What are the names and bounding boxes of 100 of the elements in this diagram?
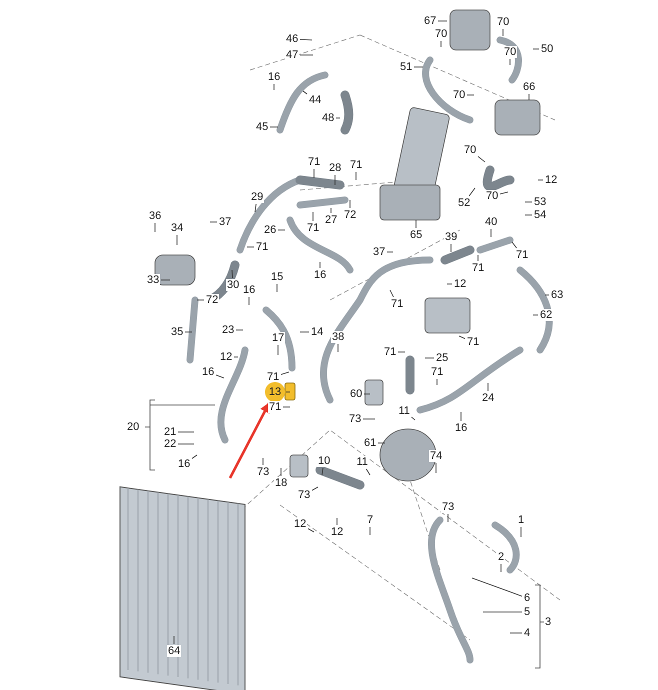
callout-number: 22 <box>163 438 178 450</box>
leader-line <box>362 418 376 420</box>
leader-line <box>411 416 416 420</box>
callout-number: 63 <box>550 289 564 301</box>
callout-number: 70 <box>485 190 500 202</box>
callout-number: 48 <box>321 112 336 124</box>
leader-line <box>276 284 278 292</box>
callout-number: 72 <box>205 294 220 306</box>
callout-number: 71 <box>430 366 444 378</box>
leader-line <box>438 20 448 22</box>
callout-number: 71 <box>349 159 364 171</box>
callout-number: 71 <box>466 336 480 348</box>
callout-number: 5 <box>523 606 532 618</box>
callout-number: 74 <box>429 450 444 462</box>
leader-line <box>450 244 452 252</box>
callout-number: 71 <box>306 222 320 234</box>
callout-number: 73 <box>256 466 270 478</box>
leader-line <box>280 372 290 375</box>
leader-line <box>330 208 332 214</box>
leader-line <box>500 564 502 572</box>
callout-number: 11 <box>356 456 369 468</box>
callout-number: 50 <box>540 43 554 55</box>
leader-line <box>436 378 438 386</box>
callout-number: 54 <box>533 209 548 221</box>
callout-number: 16 <box>177 458 192 470</box>
callout-number: 11 <box>398 405 411 417</box>
callout-number: 21 <box>163 426 178 438</box>
callout-number: 45 <box>255 121 270 133</box>
callout-number: 18 <box>274 477 288 489</box>
callout-number: 7 <box>366 514 374 526</box>
leader-line <box>312 212 314 222</box>
callout-number: 12 <box>544 174 558 186</box>
callout-number: 52 <box>457 197 472 209</box>
callout-number: 12 <box>330 526 344 538</box>
callout-number: 47 <box>285 49 300 61</box>
callout-number: 70 <box>496 16 510 28</box>
callout-number: 71 <box>268 401 282 413</box>
callout-number: 67 <box>423 15 438 27</box>
callout-number: 1 <box>517 514 526 526</box>
callout-number: 71 <box>266 371 280 383</box>
leader-line <box>280 468 282 476</box>
leader-line <box>524 214 532 216</box>
callout-number: 25 <box>435 352 450 364</box>
leader-line <box>520 526 522 538</box>
callout-number: 51 <box>399 61 414 73</box>
leader-line <box>334 174 336 186</box>
callout-number: 71 <box>515 249 530 261</box>
leader-line <box>390 290 394 298</box>
callout-number: 23 <box>221 324 236 336</box>
callout-number: 53 <box>533 196 548 208</box>
callout-number: 37 <box>372 246 386 258</box>
leader-line <box>154 222 156 232</box>
callout-number: 16 <box>454 422 468 434</box>
callout-number: 72 <box>343 209 358 221</box>
callout-number: 16 <box>313 269 328 281</box>
leader-line <box>282 406 290 408</box>
leader-line <box>458 336 466 339</box>
leader-line <box>248 296 250 306</box>
leader-line <box>528 94 530 100</box>
callout-number: 15 <box>270 271 284 283</box>
callout-number: 16 <box>201 366 216 378</box>
leader-line <box>254 204 256 212</box>
callout-number: 2 <box>497 551 506 563</box>
leader-line <box>466 94 474 96</box>
highlighted-callout-number: 13 <box>265 382 285 402</box>
leader-line <box>308 528 314 532</box>
callout-number: 60 <box>349 388 364 400</box>
leader-line <box>532 314 538 316</box>
leader-line <box>502 28 504 36</box>
callout-number: 16 <box>267 71 282 83</box>
callout-number: 29 <box>250 191 264 203</box>
callout-number: 33 <box>146 274 160 286</box>
leader-line <box>300 54 314 56</box>
callout-number: 28 <box>328 162 342 174</box>
callout-number: 73 <box>348 413 362 425</box>
callout-number: 70 <box>452 89 466 101</box>
callout-number: 71 <box>255 241 270 253</box>
leader-line <box>302 90 308 94</box>
callout-number: 20 <box>126 421 140 433</box>
callout-number: 3 <box>544 616 552 628</box>
callout-number: 40 <box>484 216 498 228</box>
leader-line <box>478 156 486 162</box>
leader-line <box>366 468 370 476</box>
callout-number: 71 <box>390 298 404 310</box>
leader-line <box>472 578 522 597</box>
callout-number: 24 <box>481 392 496 404</box>
callout-number: 70 <box>463 144 478 156</box>
callout-number: 16 <box>242 284 256 296</box>
callout-number: 61 <box>363 437 378 449</box>
callout-number: 27 <box>324 214 338 226</box>
leader-line <box>532 48 540 50</box>
leader-line <box>270 126 278 128</box>
callout-number: 71 <box>383 346 398 358</box>
callout-number: 6 <box>523 592 532 604</box>
callout-number: 62 <box>539 309 554 321</box>
callout-number: 14 <box>310 326 324 338</box>
leader-line <box>440 40 442 48</box>
leader-line <box>544 294 550 296</box>
leader-line <box>216 374 224 378</box>
callout-number: 73 <box>441 501 456 513</box>
